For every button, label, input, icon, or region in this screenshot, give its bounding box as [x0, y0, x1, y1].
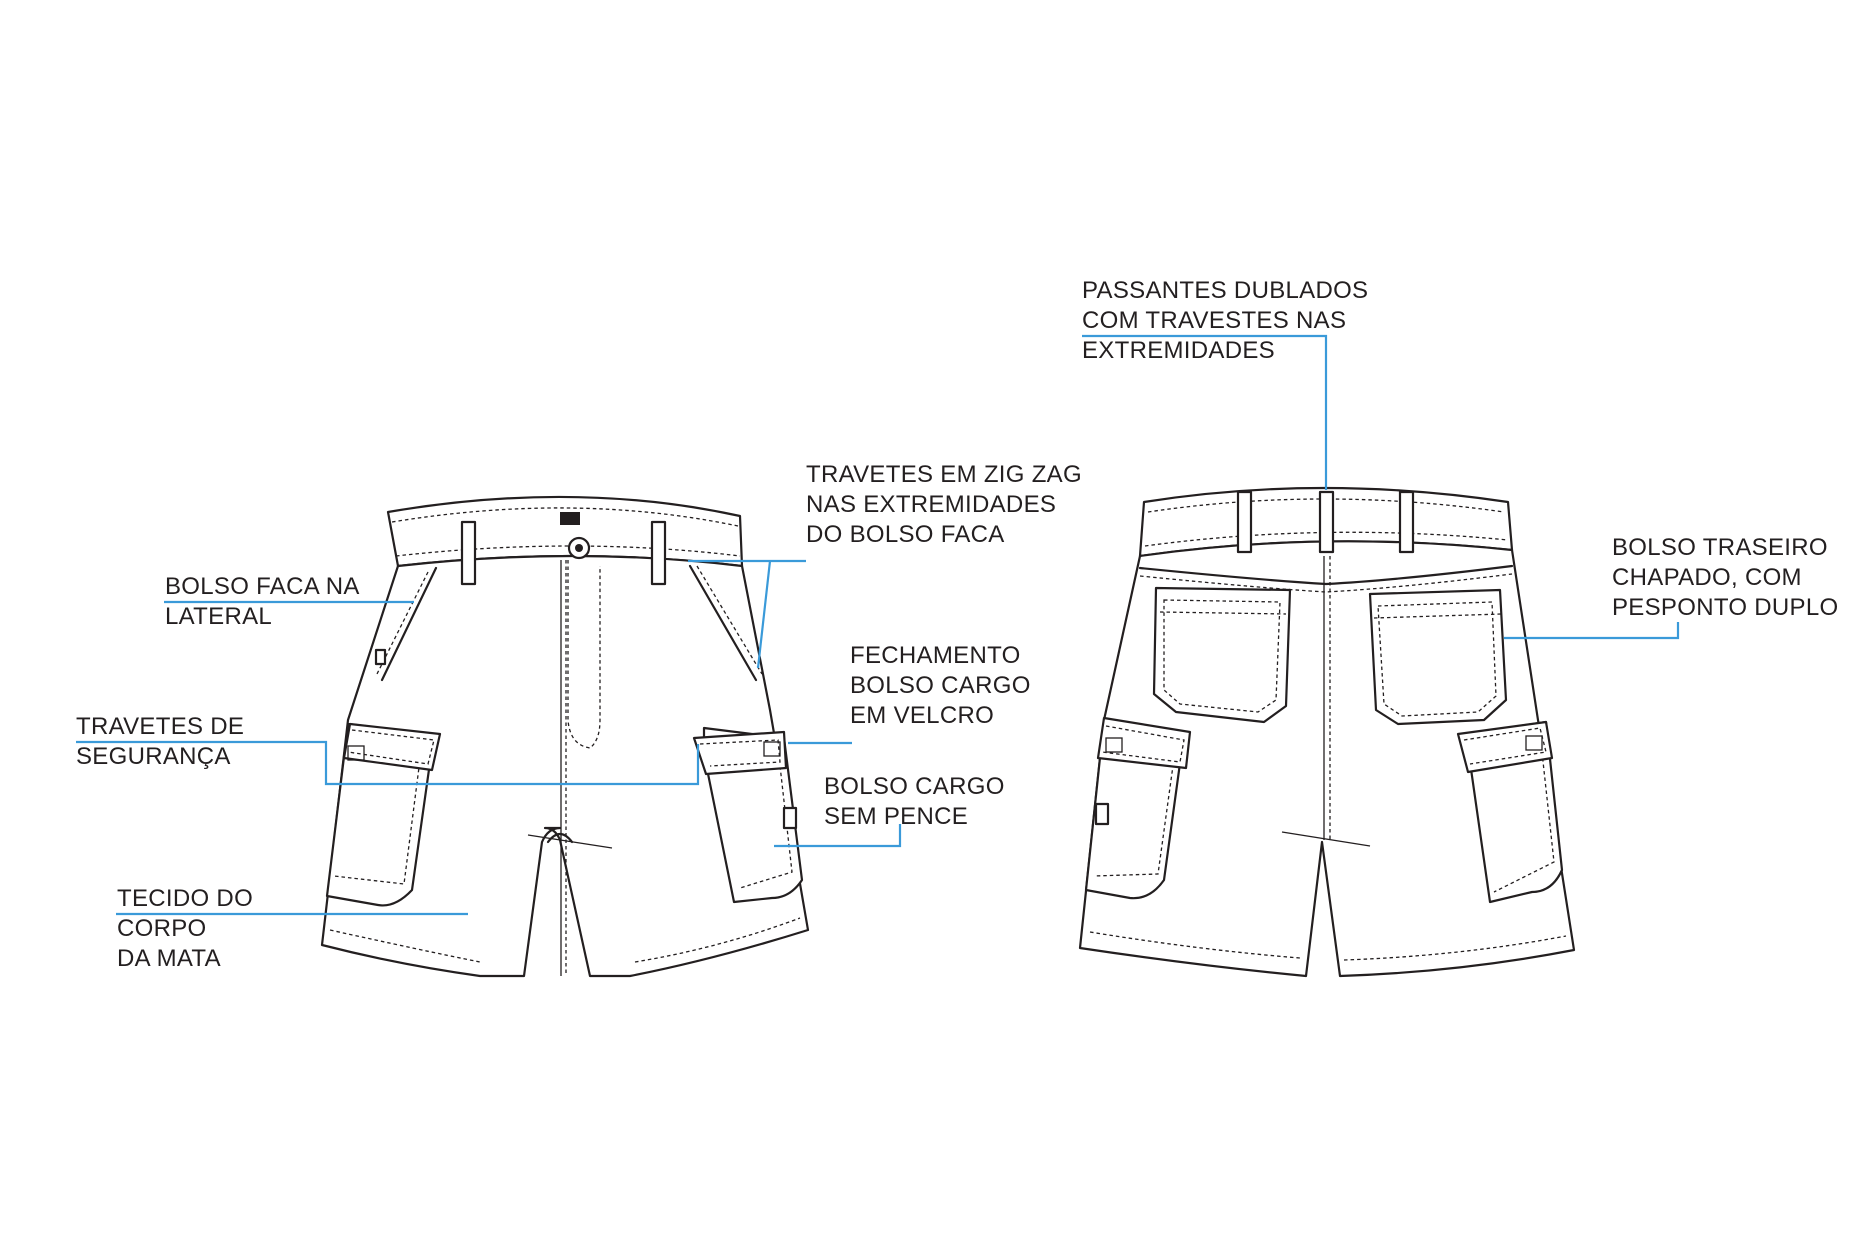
callout-fechamento: FECHAMENTO BOLSO CARGO EM VELCRO: [850, 641, 1031, 731]
belt-loop: [460, 520, 477, 586]
front-shorts: [320, 495, 810, 978]
label-line: BOLSO CARGO: [850, 672, 1031, 699]
callout-bolso-faca: BOLSO FACA NA LATERAL: [165, 572, 360, 632]
label-line: BOLSO CARGO: [824, 773, 1005, 800]
back-pocket-left: [1152, 586, 1292, 724]
belt-loop: [1398, 490, 1415, 554]
label-line: BOLSO FACA NA: [165, 573, 360, 600]
callout-lines: [76, 334, 1680, 916]
belt-loop: [1318, 490, 1335, 554]
label-line: CHAPADO, COM: [1612, 564, 1802, 591]
callout-passantes: PASSANTES DUBLADOS COM TRAVESTES NAS EXT…: [1082, 276, 1368, 366]
right-cargo-flap: [692, 730, 788, 776]
label-line: COM TRAVESTES NAS: [1082, 307, 1347, 334]
callout-bolso-cargo: BOLSO CARGO SEM PENCE: [824, 772, 1005, 832]
callout-bolso-traseiro: BOLSO TRASEIRO CHAPADO, COM PESPONTO DUP…: [1612, 533, 1838, 623]
label-line: TRAVETES DE: [76, 713, 245, 740]
brand-label: [560, 512, 580, 525]
callout-tecido: TECIDO DO CORPO DA MATA: [117, 884, 253, 974]
belt-loop: [1236, 490, 1253, 554]
label-line: NAS EXTREMIDADES: [806, 491, 1057, 518]
callout-travetes-zigzag: TRAVETES EM ZIG ZAG NAS EXTREMIDADES DO …: [806, 460, 1082, 550]
label-line: PASSANTES DUBLADOS: [1082, 277, 1369, 304]
label-line: PESPONTO DUPLO: [1612, 594, 1839, 621]
label-line: LATERAL: [165, 603, 273, 630]
belt-loop: [650, 520, 667, 586]
label-line: EXTREMIDADES: [1082, 337, 1275, 364]
label-line: TRAVETES EM ZIG ZAG: [806, 461, 1082, 488]
label-line: CORPO: [117, 915, 207, 942]
label-line: SEM PENCE: [824, 803, 969, 830]
callout-travetes-seguranca: TRAVETES DE SEGURANÇA: [76, 712, 244, 772]
label-line: FECHAMENTO: [850, 642, 1021, 669]
front-body: [320, 554, 810, 978]
label-line: TECIDO DO: [117, 885, 254, 912]
back-right-cargo-flap: [1456, 720, 1554, 774]
left-cargo-flap: [342, 722, 442, 772]
label-line: SEGURANÇA: [76, 743, 231, 770]
label-line: DO BOLSO FACA: [806, 521, 1005, 548]
label-line: EM VELCRO: [850, 702, 995, 729]
back-pocket-right: [1368, 588, 1508, 726]
back-shorts: [1078, 486, 1576, 978]
label-line: DA MATA: [117, 945, 221, 972]
back-left-cargo-flap: [1096, 716, 1192, 770]
label-line: BOLSO TRASEIRO: [1612, 534, 1828, 561]
